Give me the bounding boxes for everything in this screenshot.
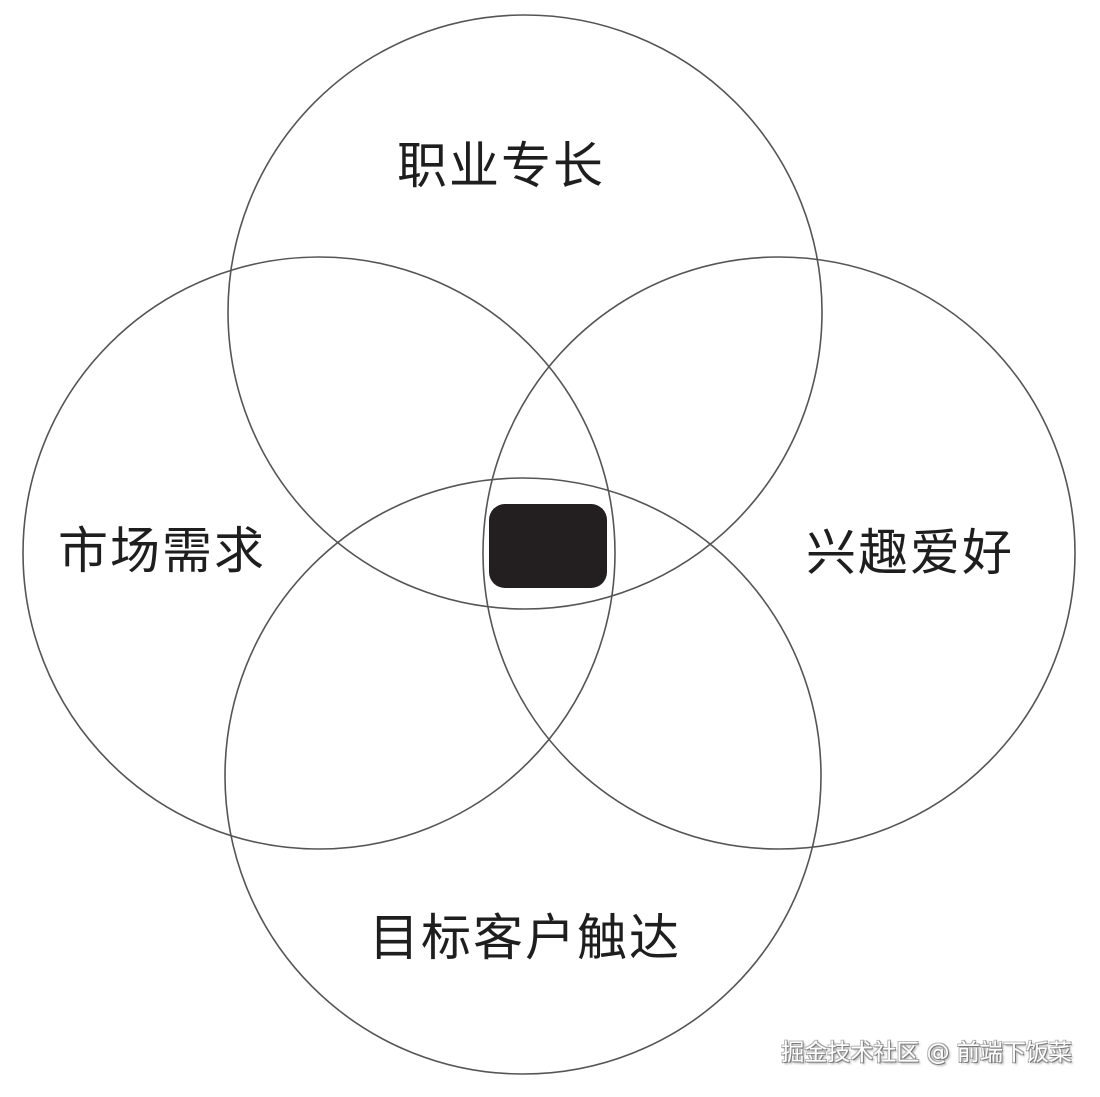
center-intersection-block — [489, 504, 607, 588]
circle-market-demand — [22, 256, 616, 850]
label-market-demand: 市场需求 — [58, 522, 266, 580]
label-interests-hobbies: 兴趣爱好 — [806, 524, 1014, 582]
circle-target-customer-reach — [224, 477, 822, 1075]
circle-interests-hobbies — [482, 256, 1076, 850]
label-career-expertise: 职业专长 — [397, 137, 605, 195]
label-target-customer-reach: 目标客户触达 — [369, 909, 681, 967]
watermark: 掘金技术社区 @ 前端下饭菜 — [781, 1040, 1072, 1066]
circle-career-expertise — [227, 14, 823, 610]
